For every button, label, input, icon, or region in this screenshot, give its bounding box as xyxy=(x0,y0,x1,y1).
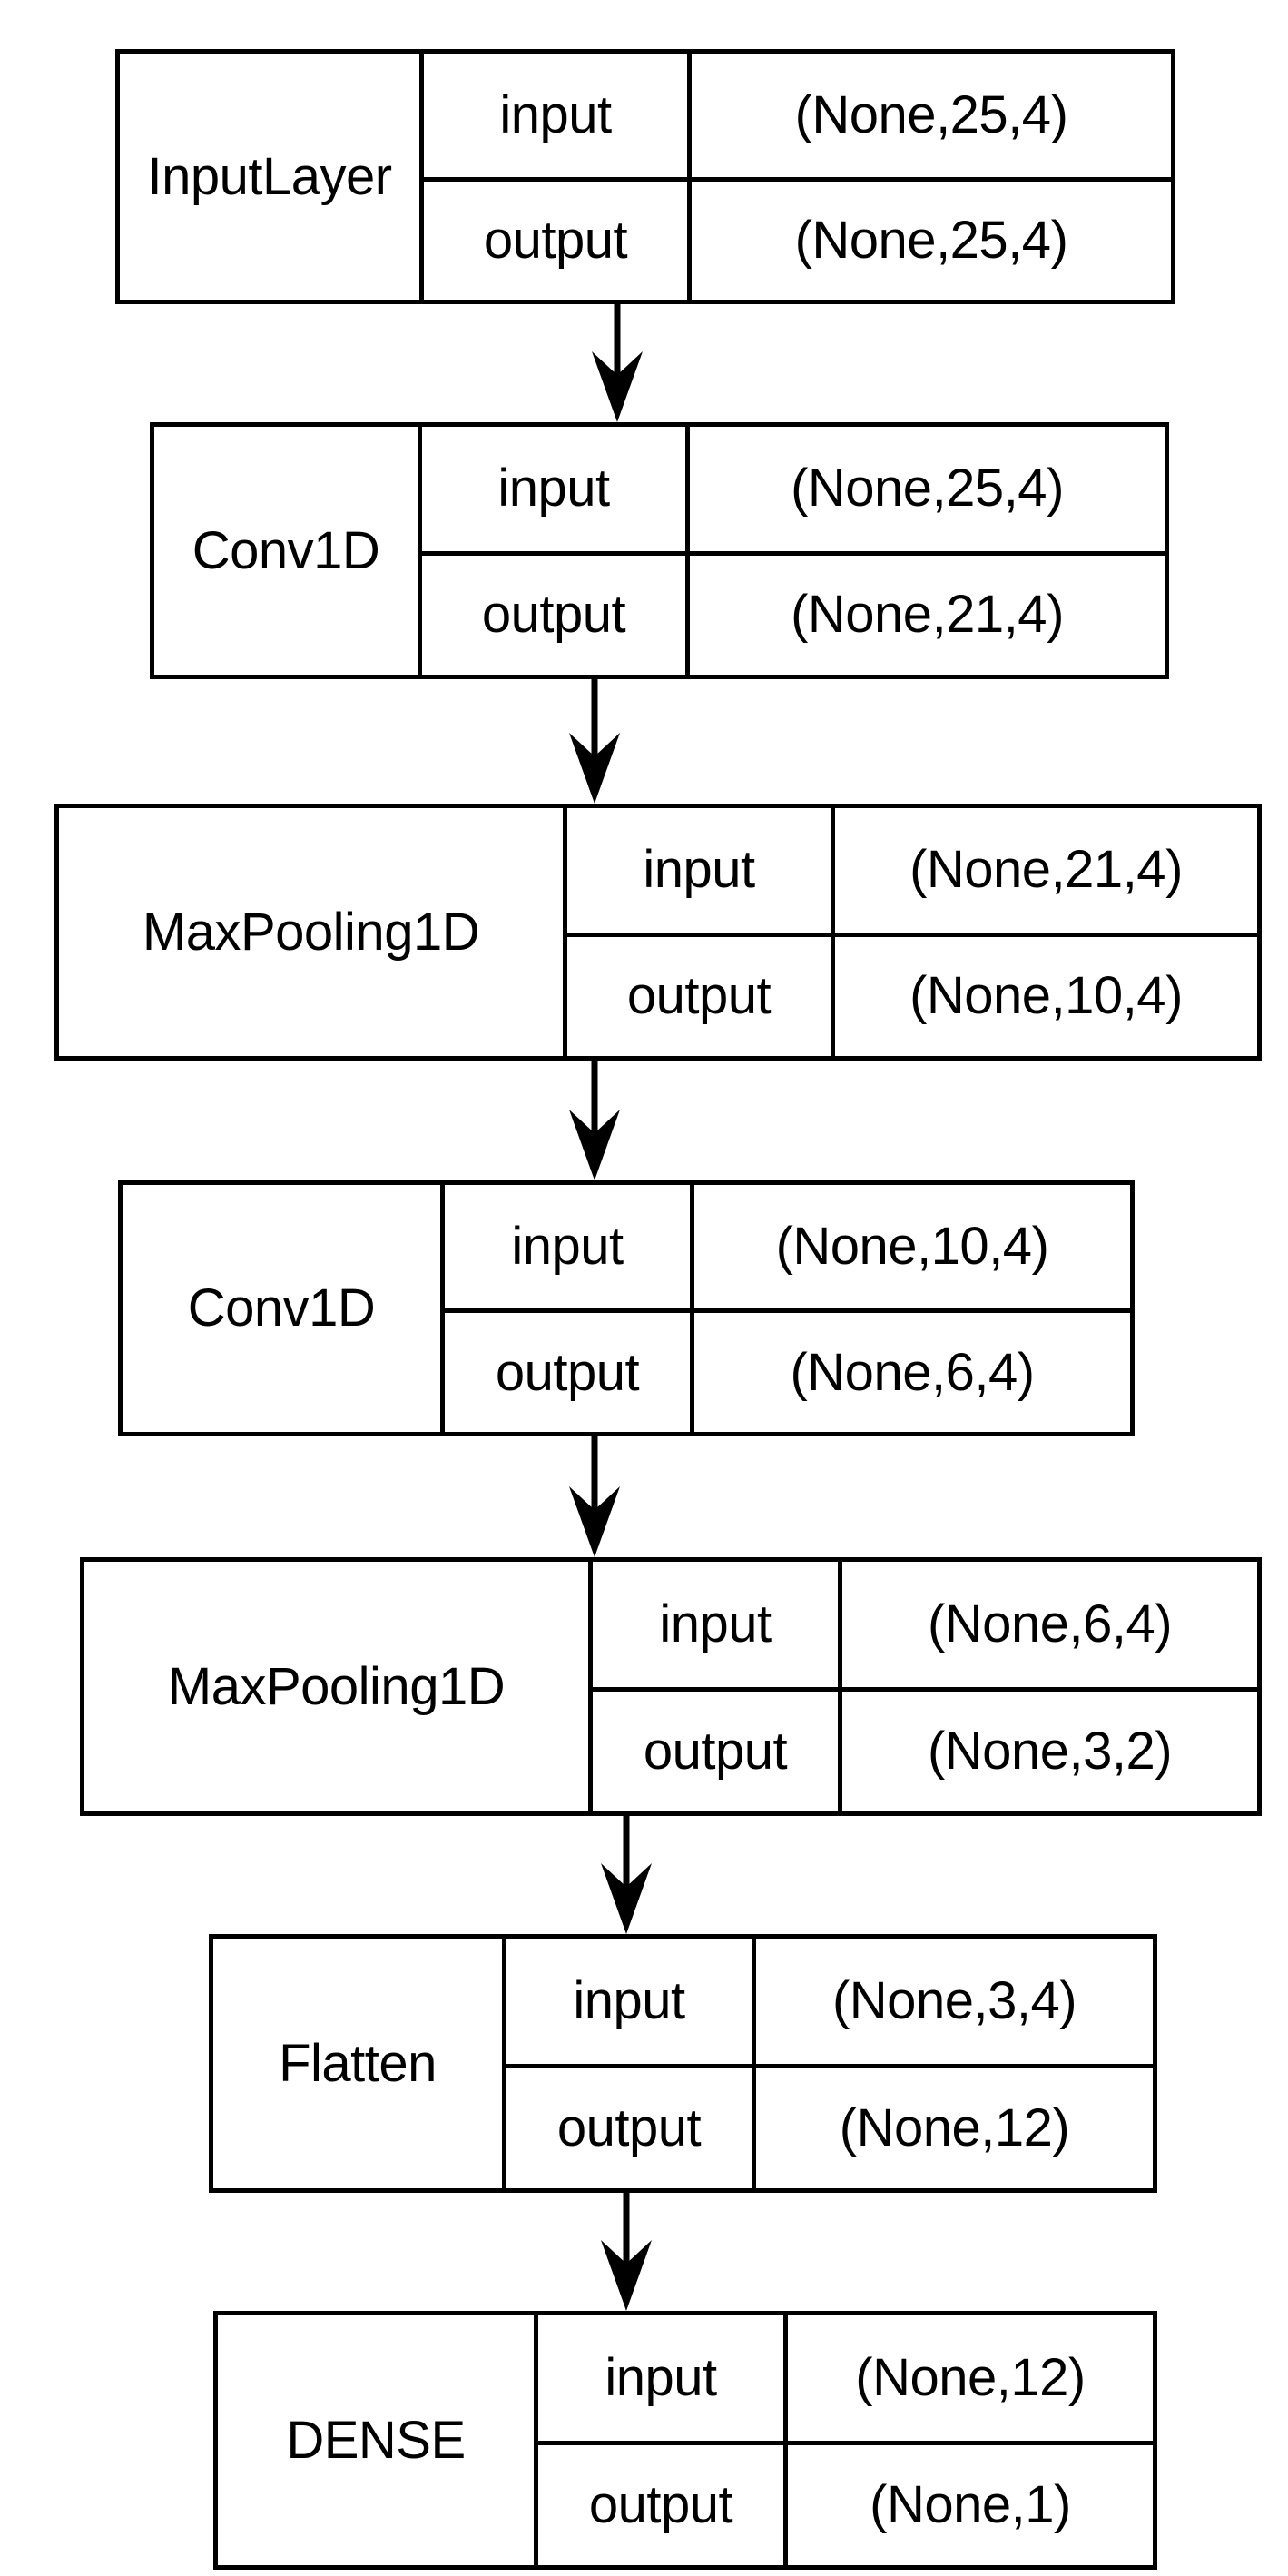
shape-column-input_layer: (None,25,4) (None,25,4) xyxy=(687,54,1171,300)
io-label-column-conv1d_2: input output xyxy=(440,1185,690,1432)
input-shape-flatten: (None,3,4) xyxy=(831,1970,1077,2030)
output-shape-input_layer: (None,25,4) xyxy=(692,176,1171,301)
output-label-conv1d_2: output xyxy=(445,1308,690,1432)
layer-node-conv1d_1: Conv1D input output (None,25,4) (None,21,4) xyxy=(150,422,1169,679)
layer-name-maxpooling1d_2: MaxPooling1D xyxy=(167,1656,506,1716)
output-label-dense: output xyxy=(538,2440,783,2566)
output-shape-conv1d_2: (None,6,4) xyxy=(694,1308,1130,1432)
layer-name-dense: DENSE xyxy=(286,2410,466,2470)
input-shape-maxpooling1d_2: (None,6,4) xyxy=(927,1594,1173,1653)
output-label-maxpooling1d_1: output xyxy=(567,932,831,1057)
flow-arrow xyxy=(554,1436,635,1557)
input-shape-conv1d_2: (None,10,4) xyxy=(775,1217,1049,1276)
arrowhead-icon xyxy=(569,733,620,804)
shape-column-dense: (None,12) (None,1) xyxy=(783,2315,1153,2565)
flow-arrow xyxy=(585,1816,667,1934)
layer-name-conv1d_1: Conv1D xyxy=(192,520,380,580)
layer-node-flatten: Flatten input output (None,3,4) (None,12) xyxy=(209,1934,1157,2193)
shape-column-maxpooling1d_1: (None,21,4) (None,10,4) xyxy=(831,808,1257,1056)
flow-arrow xyxy=(585,2193,667,2311)
input-label-conv1d_1: input xyxy=(497,459,610,518)
output-shape-conv1d_1: (None,21,4) xyxy=(690,550,1165,676)
flow-arrow xyxy=(554,1061,635,1180)
flow-arrow xyxy=(576,304,658,422)
shape-column-conv1d_2: (None,10,4) (None,6,4) xyxy=(690,1185,1130,1432)
input-label-input_layer: input xyxy=(499,84,612,144)
layer-name-input_layer: InputLayer xyxy=(147,146,392,206)
shape-column-conv1d_1: (None,25,4) (None,21,4) xyxy=(685,427,1165,675)
input-shape-maxpooling1d_1: (None,21,4) xyxy=(909,840,1183,900)
output-label-maxpooling1d_2: output xyxy=(593,1686,838,1812)
layer-node-dense: DENSE input output (None,12) (None,1) xyxy=(213,2311,1157,2570)
layer-node-conv1d_2: Conv1D input output (None,10,4) (None,6,4) xyxy=(118,1180,1135,1436)
io-label-column-flatten: input output xyxy=(502,1939,752,2188)
layer-name-maxpooling1d_1: MaxPooling1D xyxy=(142,902,480,962)
input-label-maxpooling1d_2: input xyxy=(659,1594,772,1653)
input-label-dense: input xyxy=(605,2347,717,2407)
shape-column-flatten: (None,3,4) (None,12) xyxy=(752,1939,1153,2188)
layer-name-flatten: Flatten xyxy=(279,2033,437,2093)
io-label-column-maxpooling1d_1: input output xyxy=(563,808,831,1056)
output-shape-maxpooling1d_2: (None,3,2) xyxy=(842,1686,1257,1812)
output-label-flatten: output xyxy=(506,2063,752,2189)
shape-column-maxpooling1d_2: (None,6,4) (None,3,2) xyxy=(838,1562,1257,1811)
input-shape-dense: (None,12) xyxy=(855,2347,1086,2407)
io-label-column-dense: input output xyxy=(534,2315,783,2565)
arrowhead-icon xyxy=(569,1110,620,1180)
io-label-column-input_layer: input output xyxy=(419,54,687,300)
io-label-column-maxpooling1d_2: input output xyxy=(588,1562,838,1811)
arrowhead-icon xyxy=(601,1863,652,1934)
arrowhead-icon xyxy=(592,351,643,422)
output-label-input_layer: output xyxy=(424,176,687,301)
arrowhead-icon xyxy=(569,1486,620,1557)
output-shape-dense: (None,1) xyxy=(788,2440,1153,2566)
layer-node-maxpooling1d_2: MaxPooling1D input output (None,6,4) (None,3… xyxy=(80,1557,1262,1816)
input-label-flatten: input xyxy=(573,1970,685,2030)
output-shape-maxpooling1d_1: (None,10,4) xyxy=(835,932,1257,1057)
output-shape-flatten: (None,12) xyxy=(756,2063,1153,2189)
arrowhead-icon xyxy=(601,2240,652,2311)
output-label-conv1d_1: output xyxy=(422,550,685,676)
input-label-conv1d_2: input xyxy=(511,1217,624,1276)
input-shape-conv1d_1: (None,25,4) xyxy=(791,459,1064,518)
io-label-column-conv1d_1: input output xyxy=(418,427,685,675)
input-label-maxpooling1d_1: input xyxy=(643,840,755,900)
layer-name-conv1d_2: Conv1D xyxy=(187,1278,376,1337)
input-shape-input_layer: (None,25,4) xyxy=(794,84,1068,144)
flow-arrow xyxy=(554,679,635,804)
